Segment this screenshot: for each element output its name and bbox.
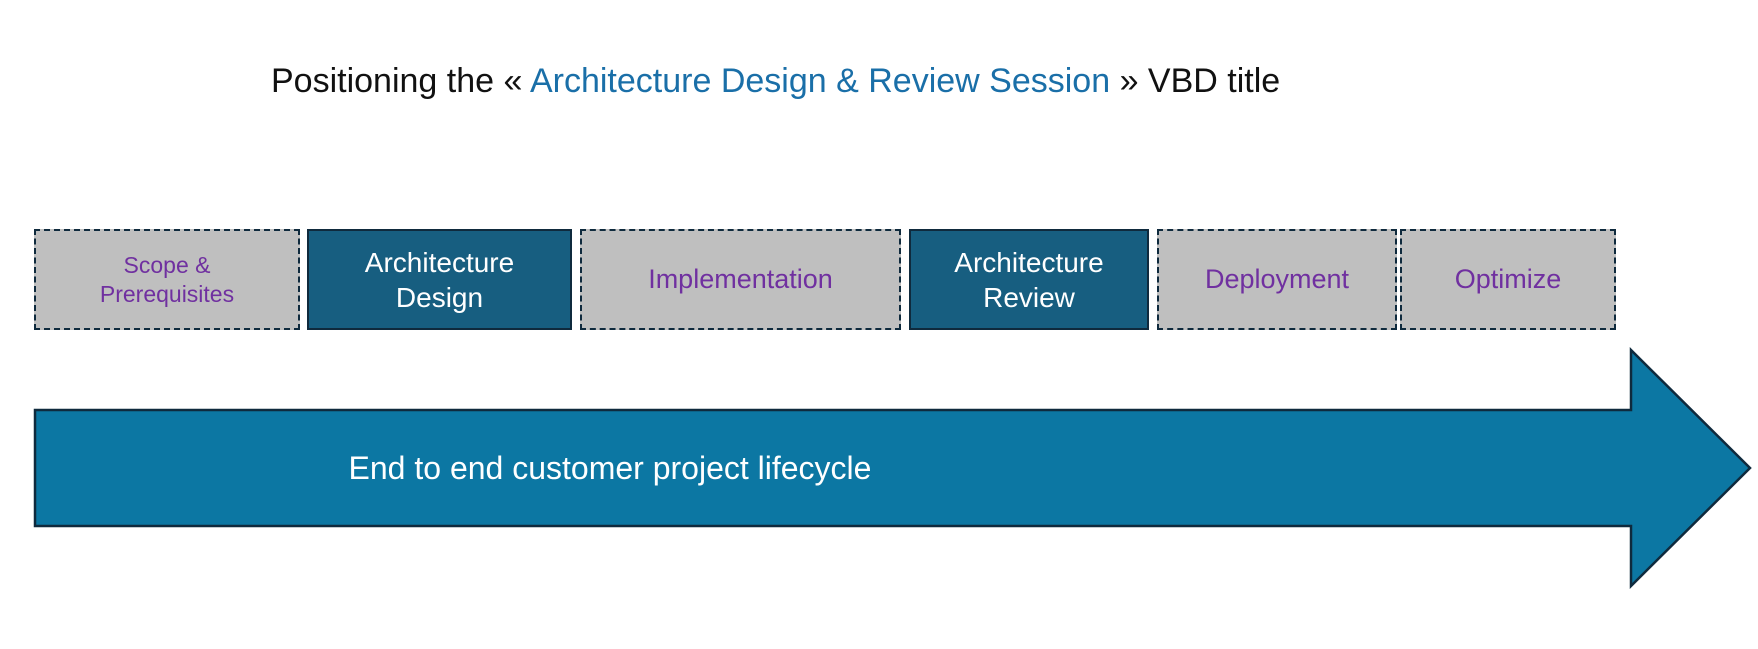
lifecycle-arrow-shape xyxy=(33,347,1752,589)
phase-deployment: Deployment xyxy=(1157,229,1397,330)
lifecycle-arrow-label: End to end customer project lifecycle xyxy=(348,449,872,486)
phase-implementation: Implementation xyxy=(580,229,901,330)
phase-scope-prerequisites: Scope & Prerequisites xyxy=(34,229,300,330)
phase-architecture-design: Architecture Design xyxy=(307,229,572,330)
phase-optimize: Optimize xyxy=(1400,229,1616,330)
title-suffix: » VBD title xyxy=(1110,62,1281,100)
page-title: Positioning the « Architecture Design & … xyxy=(0,62,1758,101)
title-prefix: Positioning the « xyxy=(271,62,530,100)
title-highlight: Architecture Design & Review Session xyxy=(529,62,1111,100)
phase-architecture-review: Architecture Review xyxy=(909,229,1149,330)
